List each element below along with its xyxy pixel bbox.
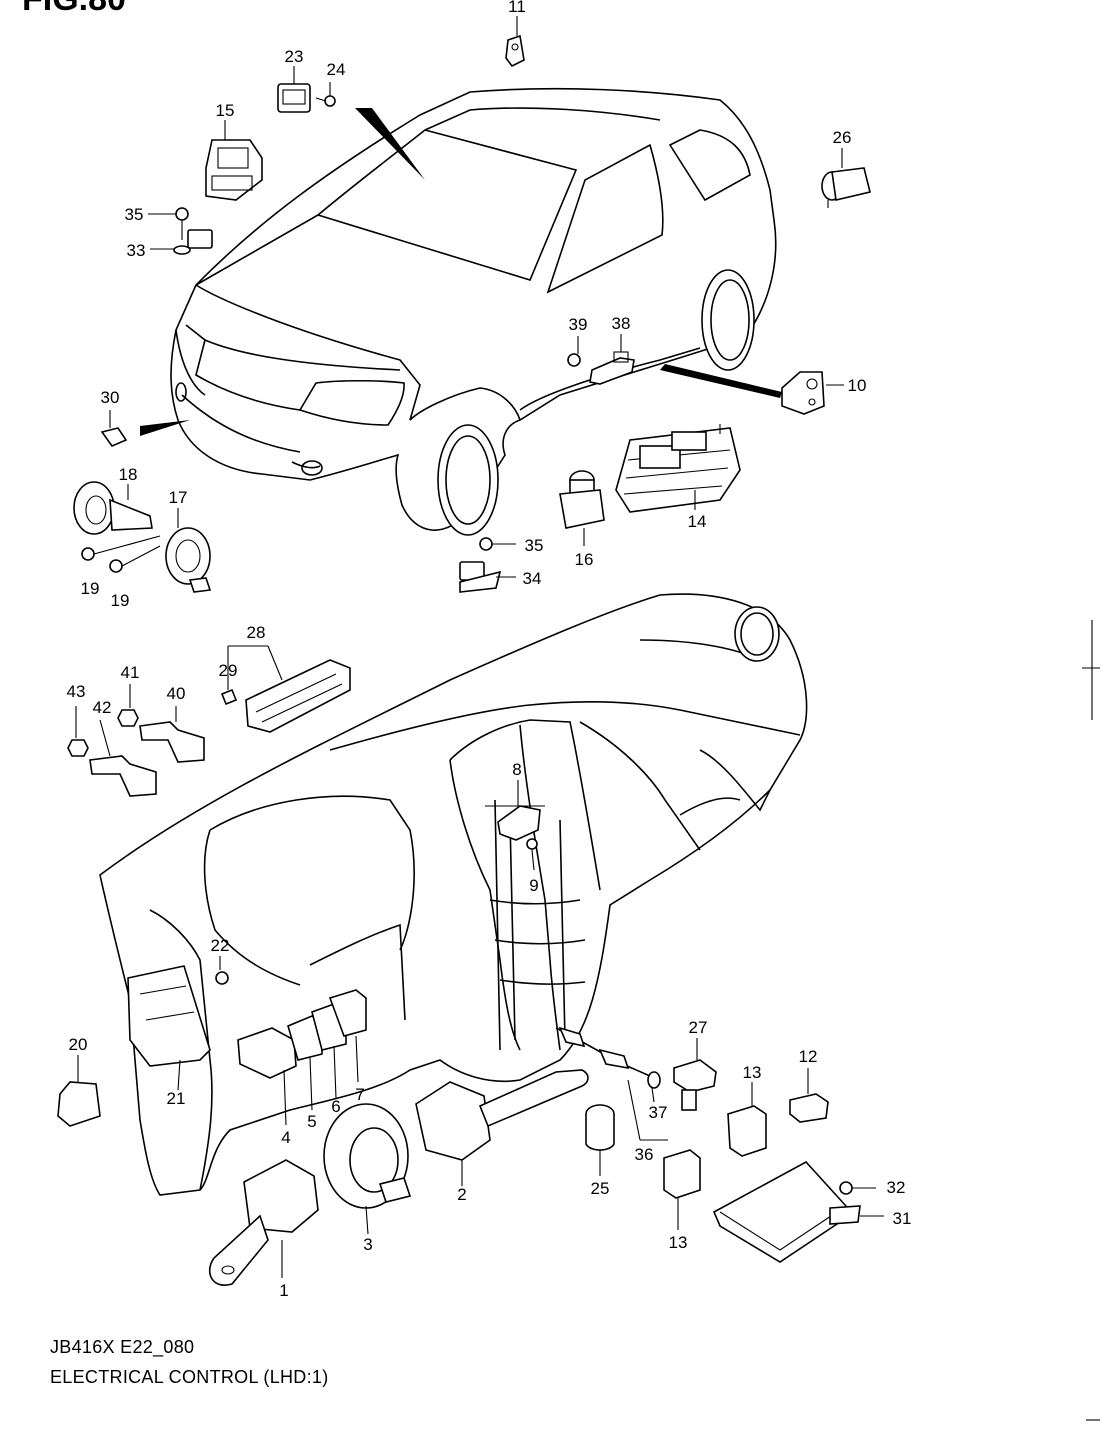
part-2-wiper-switch — [415, 1069, 589, 1186]
callout-11: 11 — [508, 0, 526, 16]
part-27-switch — [673, 1038, 717, 1111]
callout-32: 32 — [887, 1178, 906, 1197]
callout-17: 17 — [169, 488, 188, 507]
callout-43: 43 — [67, 682, 86, 701]
callout-14: 14 — [688, 512, 707, 531]
callout-26: 26 — [833, 128, 852, 147]
part-43-nut — [67, 706, 89, 757]
callout-38: 38 — [612, 314, 631, 333]
part-23-switch — [277, 66, 311, 113]
part-40-switch — [139, 706, 205, 763]
part-31-airbag-ecu — [712, 1160, 884, 1263]
callout-19-left: 19 — [81, 579, 100, 598]
callout-35-lower: 35 — [525, 536, 544, 555]
callout-13-lower: 13 — [669, 1233, 688, 1252]
callout-42: 42 — [93, 698, 112, 717]
callout-22: 22 — [211, 936, 230, 955]
part-12-switch — [789, 1068, 829, 1123]
callout-2: 2 — [457, 1185, 466, 1204]
callout-7: 7 — [355, 1085, 364, 1104]
callout-6: 6 — [331, 1097, 340, 1116]
part-17-horn — [165, 508, 212, 593]
part-18-horn — [73, 481, 153, 535]
part-13-switch-lower — [663, 1149, 701, 1230]
callout-21: 21 — [167, 1089, 186, 1108]
part-7-switch — [328, 989, 367, 1083]
callout-28: 28 — [247, 623, 266, 642]
callout-37: 37 — [649, 1103, 668, 1122]
part-3-clock-spring — [323, 1103, 412, 1235]
part-36-harness — [555, 1026, 668, 1141]
part-14-window-switch — [615, 424, 741, 513]
part-11-bracket — [505, 16, 525, 68]
part-1-combination-switch — [208, 1159, 319, 1286]
part-9-screw — [526, 838, 538, 871]
diagram-title: ELECTRICAL CONTROL (LHD:1) — [50, 1367, 329, 1387]
pointer-wedges — [140, 108, 782, 436]
callout-41: 41 — [121, 663, 140, 682]
part-16-mirror-switch — [559, 470, 605, 546]
part-8-switch — [485, 780, 545, 841]
callout-1: 1 — [279, 1281, 288, 1300]
part-15-switch — [205, 120, 263, 201]
callout-15: 15 — [216, 101, 235, 120]
part-19-bolts — [81, 535, 161, 573]
part-30-clip — [100, 410, 128, 447]
callout-34: 34 — [523, 569, 542, 588]
part-4-switch — [237, 1027, 297, 1126]
part-25-ignition — [585, 1104, 615, 1176]
part-29-clip — [220, 688, 238, 706]
part-26-socket — [821, 148, 871, 208]
callout-40: 40 — [167, 684, 186, 703]
part-38-sensor — [589, 334, 635, 385]
callout-12: 12 — [799, 1047, 818, 1066]
callout-29: 29 — [219, 661, 238, 680]
callout-24: 24 — [327, 60, 346, 79]
part-32-bolt — [839, 1181, 876, 1195]
part-20-relay — [57, 1055, 101, 1127]
part-41-nut — [117, 684, 139, 727]
callout-35-upper: 35 — [125, 205, 144, 224]
part-37-bulb — [647, 1071, 661, 1103]
part-33-relay — [150, 229, 213, 255]
callout-3: 3 — [363, 1235, 372, 1254]
callout-30: 30 — [101, 388, 120, 407]
callout-9: 9 — [529, 876, 538, 895]
part-22-bolt — [215, 956, 229, 985]
callout-16: 16 — [575, 550, 594, 569]
callout-27: 27 — [689, 1018, 708, 1037]
part-35-bolt-lower — [479, 537, 516, 551]
part-28-ac-control — [227, 645, 351, 733]
callout-19-right: 19 — [111, 591, 130, 610]
callout-25: 25 — [591, 1179, 610, 1198]
part-35-bolt — [148, 207, 189, 240]
callout-4: 4 — [281, 1128, 290, 1147]
callout-31: 31 — [893, 1209, 912, 1228]
part-39-bolt — [567, 336, 581, 367]
callout-23: 23 — [285, 47, 304, 66]
callout-18: 18 — [119, 465, 138, 484]
vehicle-illustration — [170, 87, 777, 536]
part-42-switch — [89, 719, 157, 797]
part-24-screw — [315, 82, 336, 107]
diagram-code: JB416X E22_080 — [50, 1337, 195, 1357]
callout-5: 5 — [307, 1112, 316, 1131]
callout-39: 39 — [569, 315, 588, 334]
part-34-relay — [459, 561, 516, 593]
callout-36: 36 — [635, 1145, 654, 1164]
callout-33: 33 — [127, 241, 146, 260]
callout-8: 8 — [512, 760, 521, 779]
part-13-switch-upper — [727, 1082, 767, 1157]
callout-20: 20 — [69, 1035, 88, 1054]
part-21-bracket — [127, 965, 211, 1091]
callout-labels: 1 2 3 4 5 6 7 8 9 10 11 12 13 13 14 15 1… — [67, 0, 912, 1300]
callout-10: 10 — [848, 376, 867, 395]
callout-13-upper: 13 — [743, 1063, 762, 1082]
part-10-connector — [781, 371, 844, 415]
figure-header: FIG.80 — [22, 0, 126, 19]
